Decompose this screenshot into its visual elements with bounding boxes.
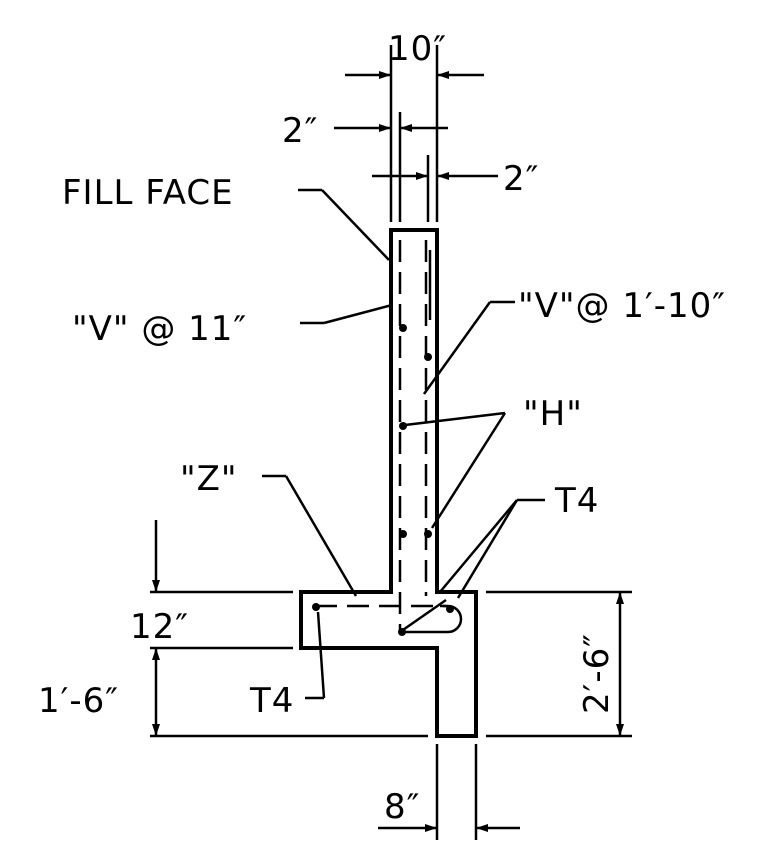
dim-cover-left: 2″ (282, 111, 448, 222)
dim-top-width: 10″ (345, 29, 484, 222)
bar-t4-left-label: T4 (249, 681, 294, 721)
dim-total-height-label: 2′-6″ (577, 633, 617, 714)
rebar-vertical-front-face (424, 240, 432, 596)
bar-v-front-callout: "V"@ 1′-10″ (422, 286, 726, 395)
bar-v-fill-label: "V" @ 11″ (72, 309, 247, 349)
dim-footing-upper-label: 12″ (130, 607, 189, 647)
dim-cover-left-label: 2″ (282, 111, 318, 151)
dim-cover-right-label: 2″ (503, 159, 539, 199)
bar-t4-right-label: T4 (554, 481, 599, 521)
dim-total-height: 2′-6″ (486, 590, 632, 738)
dim-key-width-label: 8″ (384, 787, 420, 827)
rebar-dots (312, 324, 454, 636)
bar-v-front-label: "V"@ 1′-10″ (518, 286, 726, 326)
bar-h-callout: "H" (404, 394, 583, 529)
bar-z-label: "Z" (180, 459, 238, 499)
fill-face-callout: FILL FACE (62, 173, 390, 261)
fill-face-label: FILL FACE (62, 173, 234, 213)
bar-v-fill-callout: "V" @ 11″ (72, 303, 393, 349)
wall-outline (299, 228, 478, 738)
dim-footing-left: 12″ 1′-6″ (38, 520, 428, 738)
dim-key-width: 8″ (378, 744, 520, 840)
bar-z-callout: "Z" (180, 459, 358, 597)
dim-top-width-label: 10″ (388, 29, 447, 69)
dim-footing-lower-label: 1′-6″ (38, 681, 119, 721)
bar-t4-left-callout: T4 (249, 611, 326, 721)
bar-t4-right-callout: T4 (439, 481, 599, 599)
bar-h-label: "H" (523, 394, 583, 434)
dim-cover-right: 2″ (372, 155, 539, 222)
